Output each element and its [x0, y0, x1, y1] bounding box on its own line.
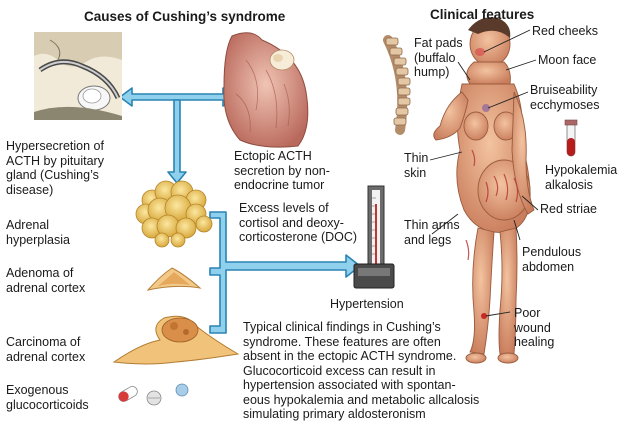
pills-illustration: [118, 383, 189, 406]
red-striae-marks: [465, 149, 519, 261]
causes-header: Causes of Cushing’s syndrome: [84, 9, 286, 24]
arrow-adrenals-trunk: [209, 211, 361, 334]
red-striae-label: Red striae: [540, 202, 597, 216]
adenoma-illustration: [146, 267, 202, 291]
leader-lines: [429, 29, 539, 317]
bruise-mark: [482, 104, 490, 112]
spine-illustration: [383, 35, 411, 135]
arrow-down-to-hyperplasia: [167, 99, 187, 184]
patient-figure: [433, 17, 535, 364]
clinical-features-header: Clinical features: [430, 7, 535, 22]
lung-illustration: [223, 32, 309, 148]
red-cheeks-label: Red cheeks: [532, 24, 599, 38]
hypertension-label: Hypertension: [330, 297, 404, 311]
bp-monitor-illustration: [353, 185, 395, 289]
wound-mark: [481, 313, 487, 319]
adrenal-hyperplasia-illustration: [135, 180, 213, 248]
moon-face-label: Moon face: [538, 53, 597, 67]
carcinoma-illustration: [112, 315, 240, 365]
test-tube-illustration: [564, 119, 578, 157]
pituitary-illustration: [34, 32, 122, 120]
